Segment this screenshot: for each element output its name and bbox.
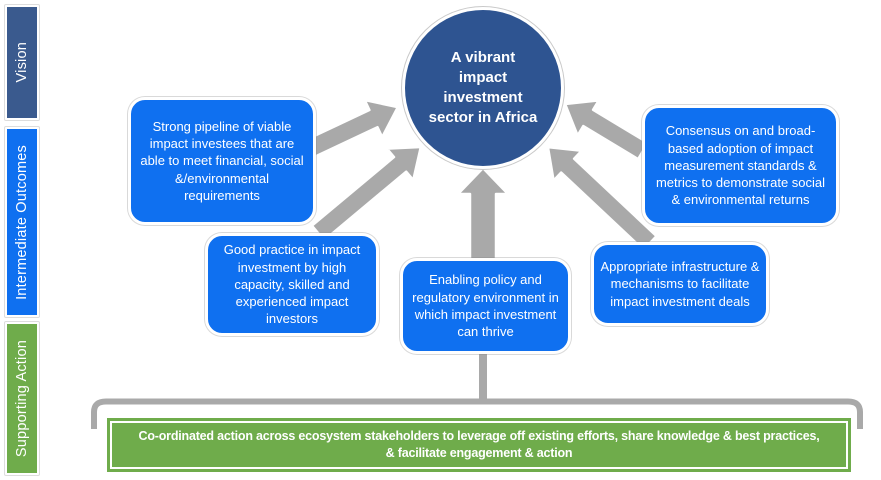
outcome-box-infrastructure-text: Appropriate infrastructure & mechanisms …: [600, 259, 760, 309]
sidebar-label-vision-text: Vision: [14, 42, 30, 83]
supporting-action-line-2: & facilitate engagement & action: [385, 446, 573, 460]
supporting-action-line-1: Co-ordinated action across ecosystem sta…: [138, 428, 820, 443]
arrow-practice-to-vision: [310, 145, 423, 242]
outcome-box-strong-pipeline-text: Strong pipeline of viable impact investe…: [140, 118, 304, 203]
vision-line-3: investment: [443, 89, 523, 106]
vision-line-1: A vibrant: [450, 48, 516, 66]
sidebar-label-intermediate-outcomes: Intermediate Outcomes: [5, 127, 39, 317]
sidebar-label-intermediate-outcomes-text: Intermediate Outcomes: [14, 144, 30, 300]
arrow-infrastructure-to-vision: [546, 145, 658, 252]
outcome-box-strong-pipeline: Strong pipeline of viable impact investe…: [128, 97, 316, 225]
outcome-box-consensus-text: Consensus on and broad-based adoption of…: [655, 123, 826, 208]
bracket-connector: [91, 398, 863, 429]
sidebar-label-supporting-action-text: Supporting Action: [14, 339, 30, 458]
arrow-pipeline-to-vision: [305, 98, 400, 158]
outcome-box-enabling-policy-text: Enabling policy and regulatory environme…: [412, 272, 559, 340]
vision-line-2: impact: [458, 68, 508, 86]
stem-connector: [479, 353, 487, 401]
vision-line-4: sector in Africa: [428, 109, 538, 127]
sidebar-label-vision: Vision: [5, 5, 39, 120]
vision-circle: A vibrant impact investment sector in Af…: [402, 7, 564, 169]
outcome-box-infrastructure: Appropriate infrastructure & mechanisms …: [591, 242, 769, 326]
outcome-box-enabling-policy: Enabling policy and regulatory environme…: [400, 258, 571, 354]
supporting-action-box: Co-ordinated action across ecosystem sta…: [110, 421, 848, 469]
outcome-box-good-practice: Good practice in impact investment by hi…: [205, 233, 379, 336]
outcome-box-consensus: Consensus on and broad-based adoption of…: [642, 105, 839, 226]
arrow-consensus-to-vision: [563, 99, 650, 161]
outcome-box-good-practice-text: Good practice in impact investment by hi…: [223, 242, 361, 327]
arrow-policy-to-vision: [456, 166, 510, 262]
sidebar-label-supporting-action: Supporting Action: [5, 322, 39, 475]
